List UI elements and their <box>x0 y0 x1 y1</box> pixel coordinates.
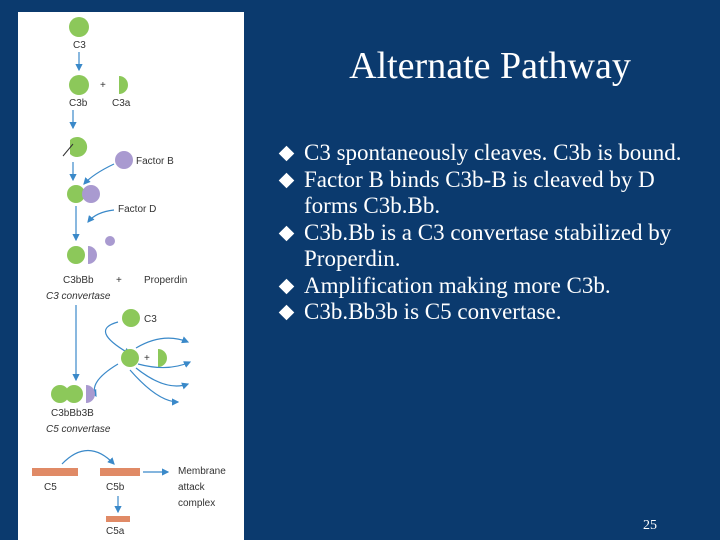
bullet-item: C3b.Bb is a C3 convertase stabilized by … <box>278 220 698 273</box>
c5-conv-green-2 <box>65 385 83 403</box>
label-membrane: Membrane <box>178 466 226 477</box>
c3b-amplified <box>121 349 139 367</box>
label-c3-top: C3 <box>73 40 86 51</box>
c3bbb-fragment <box>105 236 115 246</box>
label-c3bbb: C3bBb <box>63 275 94 286</box>
diamond-bullet-icon <box>278 145 295 162</box>
arrow-factor-b-join <box>83 163 115 185</box>
label-complex: complex <box>178 498 215 509</box>
label-plus-1: + <box>100 80 106 91</box>
c3a-fragment <box>119 76 128 94</box>
label-c3-mid: C3 <box>144 314 157 325</box>
amplify-arrow-4 <box>129 369 180 406</box>
c3b-b-purple <box>82 185 100 203</box>
arrow-c5-to-c5b <box>61 450 115 465</box>
c3-mid-molecule <box>122 309 140 327</box>
slide-title: Alternate Pathway <box>349 45 631 87</box>
bullet-list: C3 spontaneously cleaves. C3b is bound. … <box>278 140 698 326</box>
amplify-arrow-1 <box>135 336 190 349</box>
label-c3bbb3b: C3bBb3B <box>51 408 94 419</box>
c3bbb-purple <box>88 246 97 264</box>
amplify-arrow-2 <box>137 361 192 369</box>
c3a-amplified <box>158 349 167 367</box>
diamond-bullet-icon <box>278 172 295 188</box>
label-c3-convertase: C3 convertase <box>46 291 111 302</box>
page-number: 25 <box>643 518 657 533</box>
diamond-bullet-icon <box>278 304 295 321</box>
c5-conv-green-1 <box>51 385 69 403</box>
c3b-molecule <box>69 75 89 95</box>
bullet-item: Factor B binds C3b-B is cleaved by D for… <box>278 167 698 220</box>
c5-conv-purple <box>86 385 95 403</box>
bullet-item: C3b.Bb3b is C5 convertase. <box>278 299 698 326</box>
label-c5: C5 <box>44 482 57 493</box>
label-factor-b: Factor B <box>136 156 174 167</box>
c5a-bar <box>106 516 130 522</box>
alternate-pathway-diagram: C3 + C3b C3a Factor B Factor D <box>18 12 244 540</box>
amplify-arrow-3 <box>135 367 190 390</box>
label-c3b: C3b <box>69 98 88 109</box>
amplify-arrow-5 <box>89 363 119 398</box>
label-c5-convertase: C5 convertase <box>46 424 111 435</box>
label-plus-2: + <box>116 275 122 286</box>
label-c5b: C5b <box>106 482 125 493</box>
label-factor-d: Factor D <box>118 204 156 215</box>
arrow-factor-d <box>87 209 115 223</box>
c5b-bar <box>100 468 140 476</box>
bullet-item: C3 spontaneously cleaves. C3b is bound. <box>278 140 698 167</box>
pathway-svg: C3 + C3b C3a Factor B Factor D <box>32 17 226 537</box>
c5-bar <box>32 468 78 476</box>
factor-b-molecule <box>115 151 133 169</box>
bound-c3b <box>70 136 88 157</box>
bullet-item: Amplification making more C3b. <box>278 273 698 300</box>
c3bbb-green <box>67 246 85 264</box>
label-plus-3: + <box>144 353 150 364</box>
label-c3a: C3a <box>112 98 131 109</box>
arrow-c3-mid-loop <box>104 321 132 355</box>
diamond-bullet-icon <box>278 278 295 294</box>
label-properdin: Properdin <box>144 275 187 286</box>
c3-molecule <box>69 17 89 37</box>
diamond-bullet-icon <box>278 225 295 241</box>
label-attack: attack <box>178 482 206 493</box>
c3b-b-green <box>67 185 85 203</box>
label-c5a: C5a <box>106 526 125 537</box>
